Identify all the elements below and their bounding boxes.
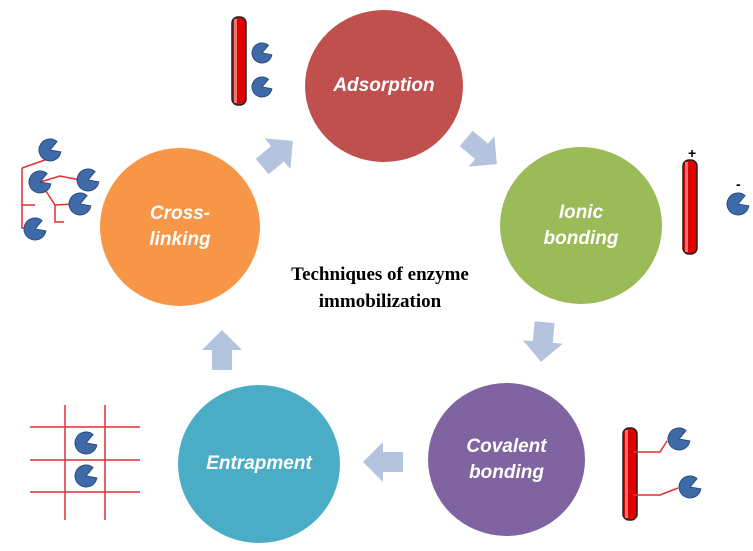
- cross-linking-label: Cross- linking: [149, 203, 211, 250]
- arrow-ionic-to-covalent: [522, 321, 563, 362]
- adsorption-circle: Adsorption: [305, 10, 463, 162]
- ionic-bonding-label: Ionic bonding: [543, 201, 619, 249]
- cross-linking-enzyme-icon: [76, 168, 100, 192]
- arrow-entrapment-to-crosslinking: [202, 330, 242, 370]
- covalent-enzyme-icon: [678, 475, 702, 499]
- positive-charge-sign: +: [688, 145, 697, 161]
- adsorption-label: Adsorption: [333, 75, 435, 96]
- ionic-bonding-circle: Ionic bonding: [500, 147, 662, 304]
- cross-linking-enzyme-icon: [28, 170, 52, 194]
- covalent-enzyme-icon: [667, 427, 691, 451]
- arrow-adsorption-to-ionic: [459, 130, 497, 167]
- cross-link-line: [54, 205, 64, 223]
- covalent-support-bar: [622, 427, 638, 521]
- adsorption-enzyme-icon: [251, 42, 273, 64]
- entrapment-circle: Entrapment: [178, 385, 340, 543]
- covalent-bonding-circle: Covalent bonding: [428, 383, 585, 536]
- adsorption-support-bar: [231, 16, 247, 106]
- adsorption-enzyme-icon: [251, 76, 273, 98]
- entrapment-enzyme-icon: [74, 464, 98, 488]
- cross-linking-enzyme-icon: [68, 192, 92, 216]
- diagram-title: Techniques of enzyme immobilization: [291, 264, 469, 312]
- cross-linking-enzyme-icon: [38, 138, 62, 162]
- adsorption-support-bar-highlight: [234, 19, 237, 103]
- cross-linking-circle: Cross- linking: [100, 148, 260, 306]
- cross-link-line: [39, 175, 81, 183]
- ionic-support-bar: [682, 159, 698, 255]
- covalent-link-line: [633, 440, 668, 453]
- arrow-crosslinking-to-adsorption: [255, 138, 293, 175]
- covalent-support-bar-highlight: [625, 430, 628, 518]
- covalent-link-line: [633, 487, 679, 496]
- entrapment-enzyme-icon: [74, 431, 98, 455]
- cross-linking-enzyme-icon: [23, 217, 47, 241]
- arrow-covalent-to-entrapment: [363, 442, 403, 482]
- entrapment-label: Entrapment: [206, 453, 312, 474]
- ionic-enzyme-icon: [726, 192, 750, 216]
- negative-charge-sign: -: [736, 176, 741, 192]
- ionic-support-bar-highlight: [685, 162, 688, 252]
- covalent-bonding-label: Covalent bonding: [466, 435, 547, 483]
- cross-link-line: [21, 159, 46, 169]
